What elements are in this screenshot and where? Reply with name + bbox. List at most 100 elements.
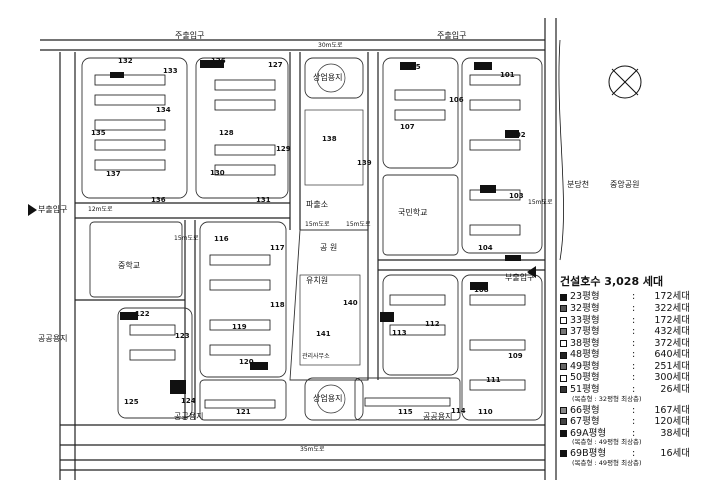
legend-row: 38평형: 372세대 xyxy=(560,338,720,350)
management-label: 관리사무소 xyxy=(302,353,330,360)
legend-count: 432세대 xyxy=(654,326,690,338)
building-115: 115 xyxy=(398,408,413,416)
building-111: 111 xyxy=(486,376,501,384)
building-103: 103 xyxy=(509,192,524,200)
legend-count: 372세대 xyxy=(654,337,690,349)
building-124: 124 xyxy=(181,397,196,405)
legend-size: 48평형 xyxy=(570,349,600,361)
legend-row: 69B평형:16세대 xyxy=(560,448,720,460)
legend-swatch xyxy=(560,386,567,394)
building-113: 113 xyxy=(392,329,407,337)
park-label: 공 원 xyxy=(320,243,338,252)
legend-colon: : xyxy=(632,416,636,428)
building-122: 122 xyxy=(135,310,150,318)
building-118: 118 xyxy=(270,301,285,309)
legend-swatch xyxy=(560,293,567,301)
road-bottom-label: 35m도로 xyxy=(300,446,325,453)
legend-size: 38평형 xyxy=(570,337,600,349)
kindergarten-label: 유치원 xyxy=(306,276,329,285)
legend-size: 51평형 xyxy=(570,384,600,396)
road-top-label: 30m도로 xyxy=(318,42,343,49)
legend-swatch xyxy=(560,363,567,371)
legend-size: 23평형 xyxy=(570,291,600,303)
building-116: 116 xyxy=(214,235,229,243)
commercial-bottom-label: 상업용지 xyxy=(313,394,343,403)
entrance-right-arrow-icon xyxy=(527,266,536,278)
legend-size: 66평형 xyxy=(570,404,600,416)
legend-count: 172세대 xyxy=(654,291,690,303)
building-139: 139 xyxy=(357,159,372,167)
legend-colon: : xyxy=(632,448,636,460)
building-105: 105 xyxy=(406,63,421,71)
building-108: 108 xyxy=(474,286,489,294)
building-119: 119 xyxy=(232,323,247,331)
legend-count: 640세대 xyxy=(654,349,690,361)
legend-colon: : xyxy=(632,404,636,416)
legend-swatch xyxy=(560,351,567,359)
legend-swatch xyxy=(560,316,567,324)
building-128: 128 xyxy=(219,129,234,137)
building-114: 114 xyxy=(451,407,466,415)
legend-colon: : xyxy=(632,337,636,349)
building-138: 138 xyxy=(322,135,337,143)
middle-school-label: 중학교 xyxy=(118,261,141,270)
road-side-label: 15m도로 xyxy=(528,199,553,206)
legend-swatch xyxy=(560,406,567,414)
building-104: 104 xyxy=(478,244,493,252)
road-park-label: 15m도로 xyxy=(305,221,330,228)
legend-count: 172세대 xyxy=(654,314,690,326)
central-park-label: 중앙공원 xyxy=(610,180,640,189)
building-134: 134 xyxy=(156,106,171,114)
legend-swatch xyxy=(560,374,567,382)
road-mid-label: 15m도로 xyxy=(174,235,199,242)
building-140: 140 xyxy=(343,299,358,307)
building-125: 125 xyxy=(124,398,139,406)
legend-count: 120세대 xyxy=(654,416,690,428)
legend-note: (복층형 : 49평형 최상층) xyxy=(572,438,642,447)
building-133: 133 xyxy=(163,67,178,75)
legend-colon: : xyxy=(632,326,636,338)
legend-size: 50평형 xyxy=(570,372,600,384)
legend-count: 167세대 xyxy=(654,404,690,416)
legend-colon: : xyxy=(632,427,636,439)
building-131: 131 xyxy=(256,196,271,204)
legend-colon: : xyxy=(632,349,636,361)
building-129: 129 xyxy=(276,145,291,153)
legend-row: 37평형: 432세대 xyxy=(560,326,720,338)
legend-swatch xyxy=(560,418,567,426)
legend-colon: : xyxy=(632,384,636,396)
legend-row: 51평형: 26세대 xyxy=(560,384,720,396)
legend-note: (복층형 : 32평형 최상층) xyxy=(572,394,642,403)
legend-count: 26세대 xyxy=(660,384,690,396)
legend-row: 50평형:300세대 xyxy=(560,372,720,384)
legend-size: 32평형 xyxy=(570,302,600,314)
legend-swatch xyxy=(560,429,567,437)
building-132: 132 xyxy=(118,57,133,65)
building-126: 126 xyxy=(211,57,226,65)
legend-swatch xyxy=(560,305,567,313)
legend-count: 300세대 xyxy=(654,372,690,384)
legend-swatch xyxy=(560,450,567,458)
legend-count: 38세대 xyxy=(660,427,690,439)
commercial-top-label: 상업용지 xyxy=(313,73,343,82)
entrance-left-arrow-icon xyxy=(28,204,37,216)
legend-row: 49평형:251세대 xyxy=(560,361,720,373)
building-136: 136 xyxy=(151,196,166,204)
building-107: 107 xyxy=(400,123,415,131)
legend-swatch xyxy=(560,328,567,336)
legend-row: 33평형:172세대 xyxy=(560,315,720,327)
legend-colon: : xyxy=(632,291,636,303)
legend-row: 48평형: 640세대 xyxy=(560,349,720,361)
legend-row: 66평형: 167세대 xyxy=(560,405,720,417)
legend-colon: : xyxy=(632,314,636,326)
public-left-label: 공공용지 xyxy=(38,334,68,343)
legend-row: 67평형:120세대 xyxy=(560,416,720,428)
legend-colon: : xyxy=(632,360,636,372)
legend-title: 건설호수 3,028 세대 xyxy=(560,275,664,288)
legend-size: 37평형 xyxy=(570,326,600,338)
police-label: 파출소 xyxy=(306,200,329,209)
